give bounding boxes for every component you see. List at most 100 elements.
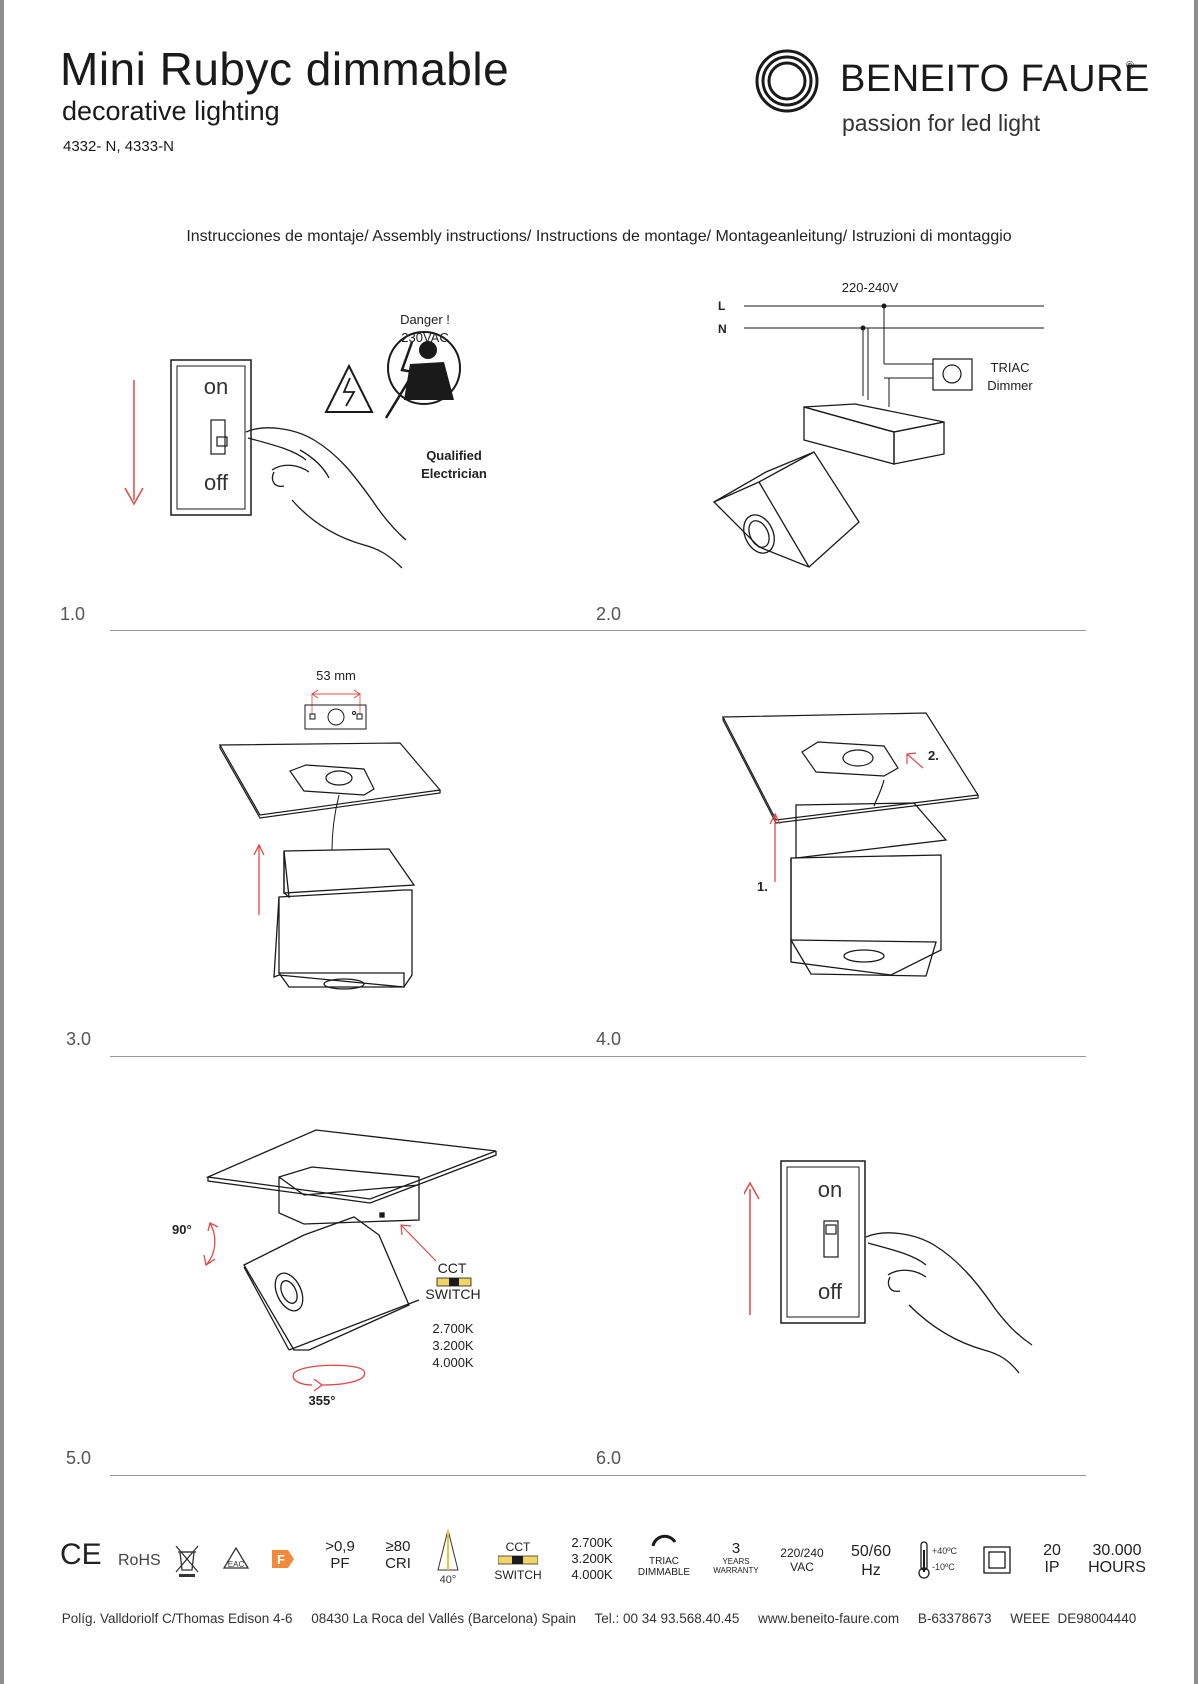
divider-2 [110,1056,1086,1057]
brand-name: BENEITO FAURE [840,58,1150,100]
pf-label: PF [330,1555,350,1572]
step-number-2: 2.0 [596,604,622,624]
instructions-heading: Instrucciones de montaje/ Assembly instr… [186,228,1012,245]
cct-switch-mini-icon [497,1555,539,1565]
cct-spec-label: CCT [505,1540,531,1554]
cct-spec-switch: SWITCH [494,1568,542,1582]
divider-1 [110,630,1086,631]
footer-temp-3: 4.000K [571,1567,613,1582]
switch-off-label: off [204,470,229,495]
mounting-bracket-icon [304,704,367,730]
rotation-angle-label: 355° [309,1393,336,1408]
ce-mark-icon: CE [60,1538,102,1571]
vac-spec: 220/240 VAC [774,1546,830,1574]
step6-illustration: on off [744,1160,1033,1374]
cct-temperatures: 2.700K 3.200K 4.000K [564,1535,620,1583]
divider-3 [110,1475,1086,1476]
switch-on-label: on [204,374,228,399]
warranty-years: 3 [731,1540,741,1557]
frequency-spec: 50/60 Hz [846,1542,896,1580]
step5-illustration: 90° CCT SWITCH 2.700K 3.200K 4.000K 355° [172,1129,497,1408]
cct-label: CCT [438,1260,467,1276]
hours-label: HOURS [1088,1559,1146,1576]
vac-label: VAC [790,1560,814,1574]
warranty-years-label: YEARS [722,1557,750,1566]
step-number-4: 4.0 [596,1029,622,1049]
page-subtitle: decorative lighting [62,96,280,126]
ceiling-plate-icon [722,712,980,824]
supply-voltage-label: 220-240V [842,280,899,295]
line-l-label: L [718,299,725,313]
eac-icon: EAC [222,1546,250,1569]
cct-temp-3: 4.000K [432,1355,474,1370]
svg-text:EAC: EAC [228,1560,245,1569]
cct-temp-2: 3.200K [432,1338,474,1353]
weee-bin-icon [175,1545,199,1577]
svg-text:-10ºC: -10ºC [932,1562,955,1572]
rohs-icon: RoHS [118,1552,161,1569]
triac-label: TRIAC [991,360,1030,375]
spotlight-fixture-icon [712,403,945,568]
mounted-spotlight-icon [205,1129,497,1351]
hand-icon [245,427,407,569]
electrician-text: Electrician [421,466,487,481]
svg-text:+40ºC: +40ºC [932,1546,958,1556]
warranty-spec: 3 YEARS WARRANTY [708,1540,764,1575]
ip-rating: 20 IP [1032,1542,1072,1576]
cri-label: CRI [385,1555,411,1572]
dimmer-label: Dimmer [987,378,1033,393]
switch-on-label: on [818,1177,842,1202]
step4-label-2: 2. [928,748,939,763]
spotlight-body-icon [789,802,948,977]
qualified-electrician-icon [384,331,461,419]
pf-value: >0,9 [325,1538,355,1555]
f-mark-icon: F [272,1550,294,1568]
hz-label: Hz [861,1562,881,1579]
cct-temp-1: 2.700K [432,1321,474,1336]
ip-value: 20 [1043,1542,1061,1559]
warranty-label: WARRANTY [713,1566,759,1575]
brand-tagline: passion for led light [842,110,1041,136]
lifetime-hours: 30.000 HOURS [1084,1542,1150,1576]
footer-temp-1: 2.700K [571,1535,613,1550]
cct-switch-spec: CCT SWITCH [492,1540,544,1582]
temperature-range-icon: +40ºC -10ºC [918,1541,958,1579]
vac-value: 220/240 [780,1546,824,1560]
step-number-3: 3.0 [66,1029,92,1049]
line-n-label: N [718,322,727,336]
wall-switch-icon: on off [170,359,252,516]
cri-rating: ≥80 CRI [378,1538,418,1572]
power-factor: >0,9 PF [320,1538,360,1572]
company-address: Políg. Valldoriolf C/Thomas Edison 4-6 0… [61,1611,1137,1626]
page-title: Mini Rubyc dimmable [60,43,510,95]
switch-label: SWITCH [425,1286,480,1302]
tilt-angle-label: 90° [172,1222,192,1237]
step4-label-1: 1. [757,879,768,894]
voltage-text: 230VAC [401,330,448,345]
qualified-text: Qualified [426,448,482,463]
hours-value: 30.000 [1092,1542,1142,1559]
footer-temp-2: 3.200K [571,1551,613,1566]
step-number-1: 1.0 [60,604,86,624]
brand-registered-mark: ® [1126,60,1135,72]
triac-spec-label: TRIAC [649,1556,679,1567]
ceiling-plate-icon [218,742,442,851]
danger-warning-icon [324,363,374,413]
assembly-sheet: Mini Rubyc dimmable decorative lighting … [4,0,1194,1684]
spotlight-body-icon [273,848,416,990]
hand-icon [865,1232,1033,1374]
hz-value: 50/60 [850,1543,892,1560]
svg-text:F: F [277,1552,285,1567]
step-number-6: 6.0 [596,1448,622,1468]
step-number-5: 5.0 [66,1448,92,1468]
bracket-distance-label: 53 mm [316,668,356,683]
switch-off-label: off [818,1279,843,1304]
ip-label: IP [1044,1559,1060,1576]
cct-switch-icon [436,1277,472,1287]
wall-switch-icon: on off [780,1160,866,1324]
step3-illustration: 53 mm [218,668,442,990]
triac-dimmer-icon [932,358,973,391]
dimmable-arc-icon [651,1534,677,1547]
product-references: 4332- N, 4333-N [63,138,174,155]
triac-dimmable-spec: TRIAC DIMMABLE [636,1530,692,1578]
